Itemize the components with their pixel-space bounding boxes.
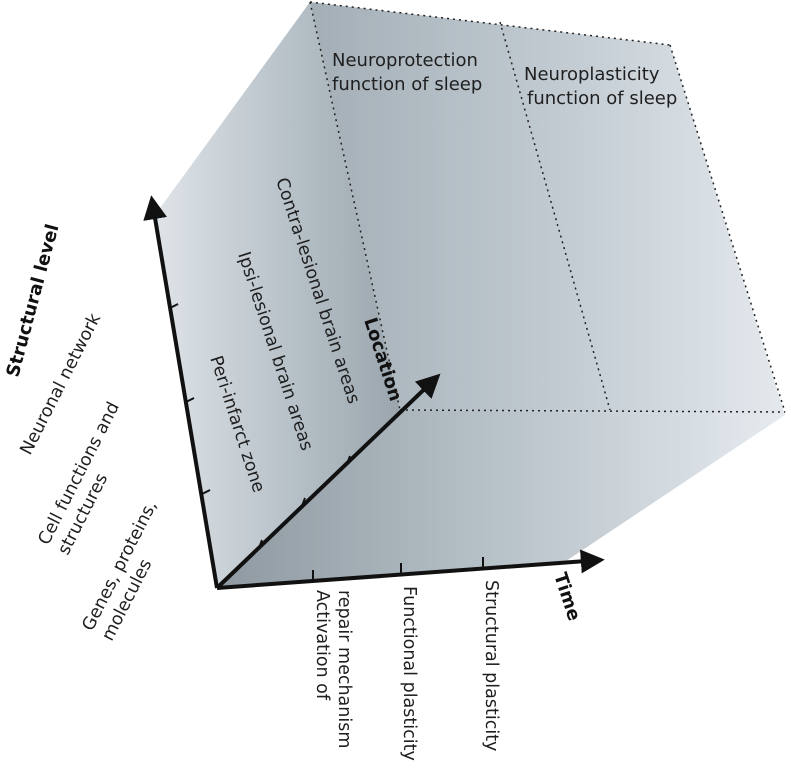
location-tick	[301, 497, 306, 507]
structural-tick	[185, 397, 195, 403]
time-axis	[216, 549, 605, 590]
structural-axis-title: Structural level	[3, 222, 64, 379]
location-tick	[346, 455, 351, 465]
neuroprotection-box-title: Neuroprotection function of sleep	[332, 50, 484, 95]
time-tick-label-functional: Functional plasticity	[399, 586, 419, 761]
structural-tick	[169, 303, 179, 309]
neuroplasticity-box-title: Neuroplasticity function of sleep	[524, 64, 677, 109]
axis-ticks	[169, 303, 484, 582]
neuroprotection-line-2: function of sleep	[332, 74, 482, 95]
axes	[143, 195, 605, 590]
activation-line-1: Activation of	[312, 590, 332, 701]
neuroplasticity-line-1: Neuroplasticity	[524, 64, 660, 85]
cube-front-face	[310, 2, 785, 415]
location-tick	[258, 539, 263, 549]
cube-dotted-edges	[309, 1, 786, 413]
structural-tick-label-genes: Genes, proteins, molecules	[79, 493, 184, 645]
time-tick-label-structural: Structural plasticity	[481, 580, 501, 751]
structural-tick	[201, 489, 211, 495]
time-tick-label-activation: Activation of repair mechanism	[312, 590, 354, 748]
structural-axis	[143, 195, 219, 589]
location-axis	[215, 373, 441, 590]
neuroplasticity-line-2: function of sleep	[527, 88, 677, 109]
activation-line-2: repair mechanism	[334, 590, 354, 748]
neuroprotection-line-1: Neuroprotection	[332, 50, 478, 71]
cube-left-face	[155, 2, 400, 588]
time-axis-title: Time	[549, 570, 584, 623]
